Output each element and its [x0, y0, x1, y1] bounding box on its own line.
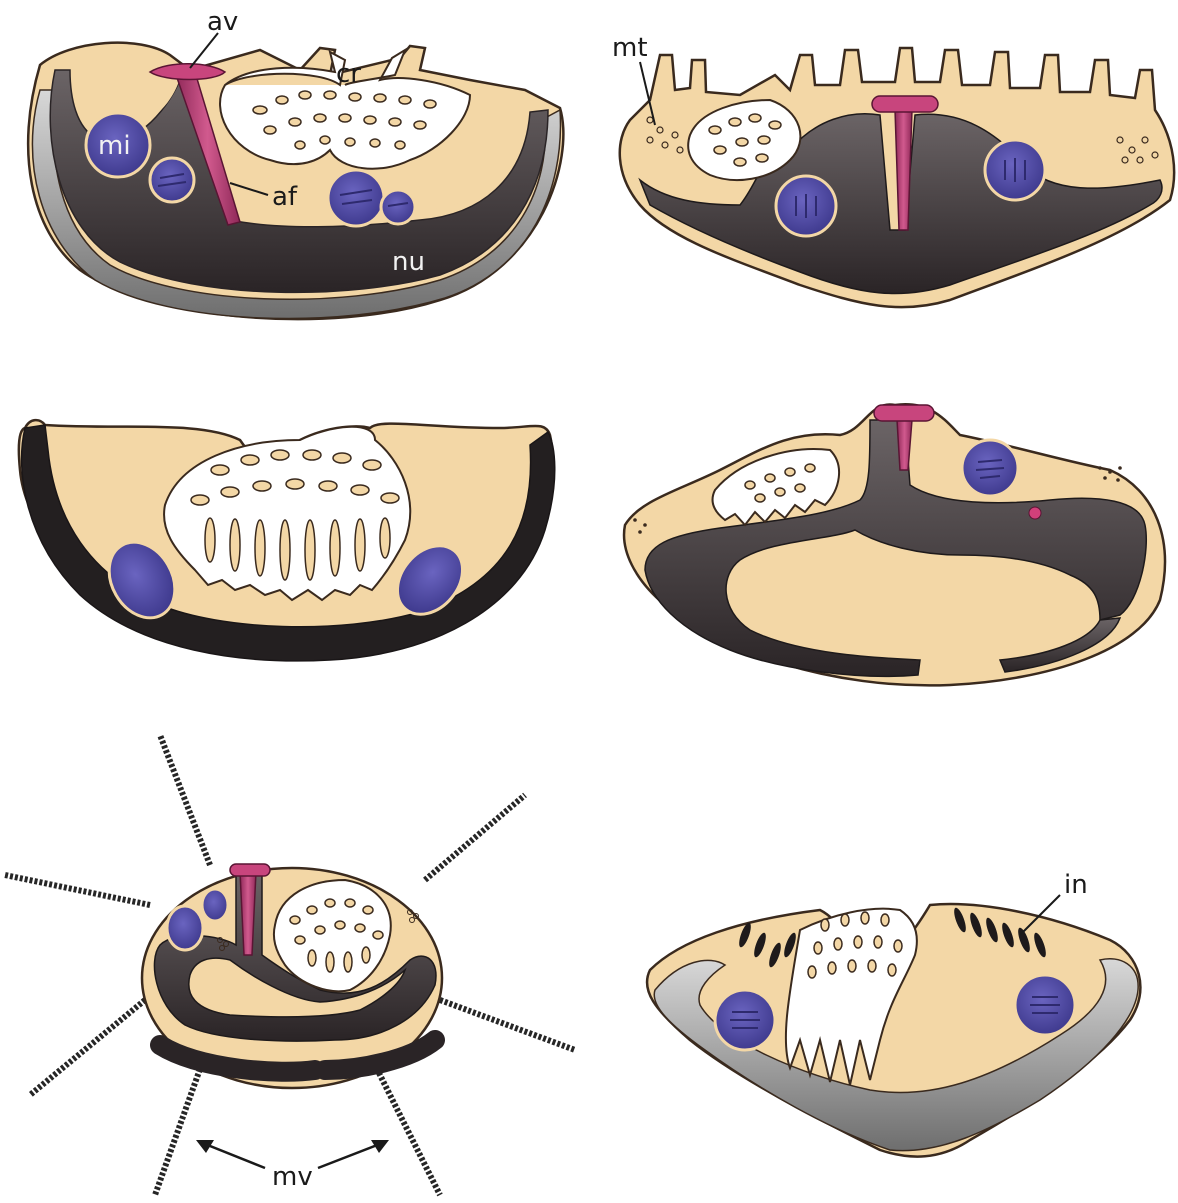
axostyle-vacuole — [230, 864, 270, 876]
label-mt: mt — [612, 33, 648, 63]
label-av: av — [207, 7, 238, 37]
cell-panel-1: av cr mi af nu — [28, 7, 563, 319]
cell-panel-4 — [624, 404, 1165, 685]
label-af: af — [272, 182, 298, 212]
label-nu: nu — [392, 247, 425, 277]
cell-panel-5: mv — [5, 735, 575, 1195]
cell-panel-2: mt — [612, 33, 1174, 307]
micronucleus — [167, 906, 203, 950]
label-in: in — [1064, 870, 1088, 900]
label-mv: mv — [272, 1162, 313, 1192]
label-mi: mi — [98, 131, 131, 161]
cell-panel-3 — [19, 420, 555, 661]
label-cr: cr — [336, 59, 361, 89]
axostyle-vacuole — [872, 96, 938, 112]
axostyle-vacuole — [874, 405, 934, 421]
cell-panel-6: in — [647, 870, 1140, 1157]
micronucleus — [202, 889, 228, 921]
axostyle-dot — [1029, 507, 1041, 519]
